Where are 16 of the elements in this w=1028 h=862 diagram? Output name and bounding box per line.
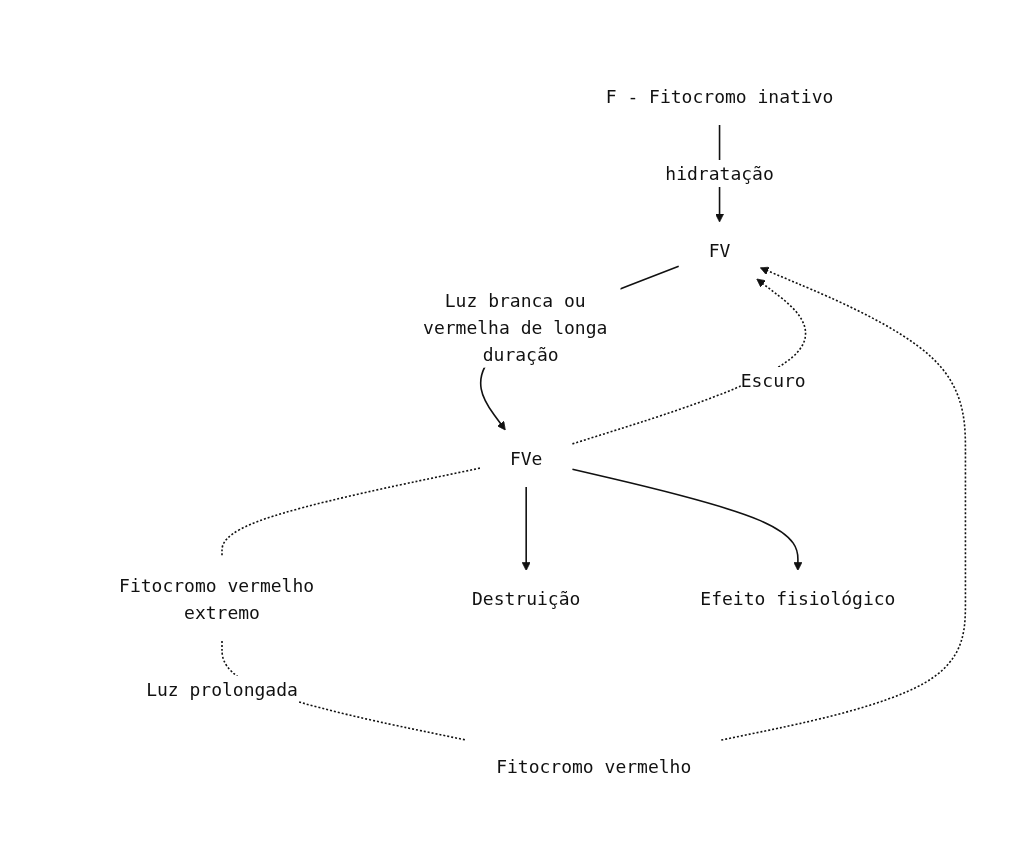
connector xyxy=(221,466,481,558)
node-text: FV xyxy=(708,239,731,261)
edge-label: hidratação xyxy=(665,162,775,184)
arrow xyxy=(522,485,531,571)
node-text: Fitocromo vermelho xyxy=(496,755,692,777)
node-text: Efeito fisiológico xyxy=(700,587,896,609)
node-text: FVe xyxy=(510,447,543,469)
arrow xyxy=(571,468,803,571)
arrow xyxy=(720,266,967,741)
node-text: Fitocromo vermelho extremo xyxy=(119,574,315,623)
edge-label: Luz branca ou vermelha de longa duração xyxy=(423,289,608,365)
node-text: F - Fitocromo inativo xyxy=(606,85,834,107)
arrow xyxy=(571,278,807,445)
node-text: Destruição xyxy=(472,587,581,609)
edge-label: Escuro xyxy=(740,369,806,391)
edge-label: Luz prolongada xyxy=(146,678,299,700)
